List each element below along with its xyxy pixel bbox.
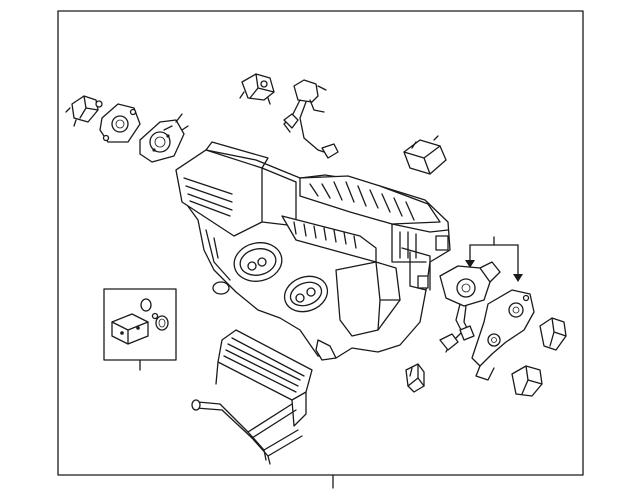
temperature-actuator <box>139 113 189 163</box>
diagram-frame <box>57 10 584 476</box>
evaporator-core <box>191 329 313 465</box>
hvac-case-assembly <box>175 141 451 361</box>
mode-actuator-small <box>65 95 103 127</box>
control-module <box>403 135 447 175</box>
wiring-harness-upper <box>283 79 339 159</box>
gear-plate <box>99 103 141 143</box>
callout-bracket <box>465 236 523 282</box>
expansion-valve-inset <box>103 288 177 371</box>
mode-door-actuator <box>439 261 501 353</box>
door-lever-lower <box>511 365 543 397</box>
door-linkage-plate <box>471 289 535 381</box>
temperature-sensor <box>405 363 425 393</box>
door-lever-upper <box>539 317 567 351</box>
recirculation-actuator <box>239 73 275 105</box>
